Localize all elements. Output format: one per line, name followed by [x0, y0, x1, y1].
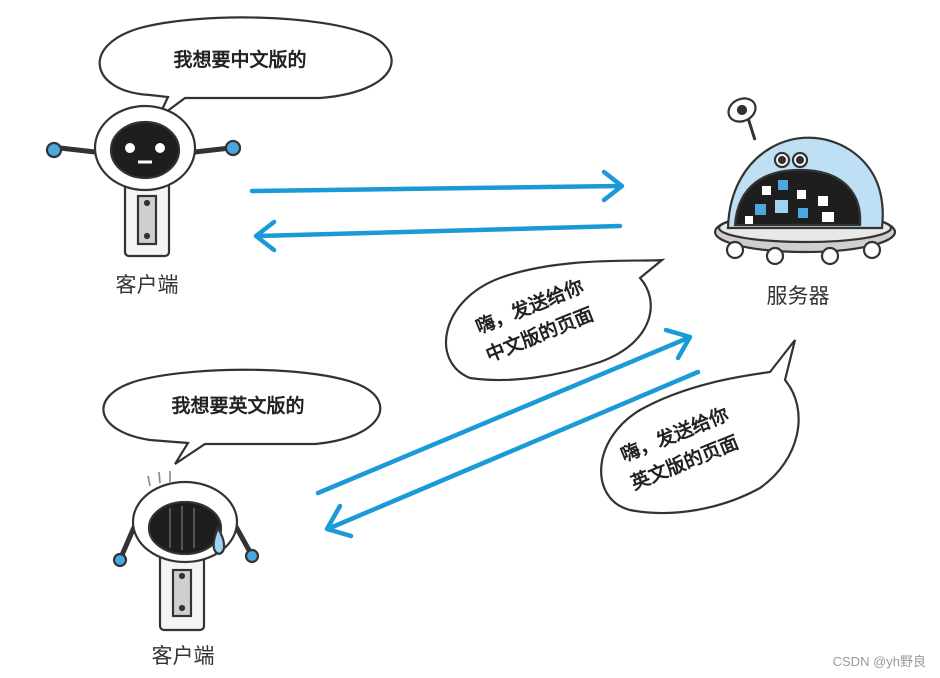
speech-bubble-reply-english: 嗨，发送给你 英文版的页面 [600, 339, 800, 515]
speech-bubble-client1: 我想要中文版的 [98, 16, 393, 119]
client2-request-text: 我想要英文版的 [171, 394, 304, 417]
server-label: 服务器 [767, 284, 830, 308]
arrow-server-to-client1 [253, 219, 623, 253]
speech-bubble-client2: 我想要英文版的 [102, 368, 382, 465]
arrows-client1 [249, 169, 625, 253]
client1-label: 客户端 [116, 273, 179, 297]
client1-request-text: 我想要中文版的 [173, 48, 306, 71]
arrow-client1-to-server [249, 169, 625, 203]
arrows-client2 [315, 327, 701, 539]
speech-bubble-reply-chinese: 嗨，发送给你 中文版的页面 [445, 258, 666, 382]
arrow-server-to-client2 [324, 369, 701, 539]
client1-robot [45, 104, 242, 258]
client2-robot [112, 471, 260, 632]
client2-label: 客户端 [152, 644, 215, 668]
arrow-client2-to-server [315, 327, 693, 496]
watermark: CSDN @yh野良 [832, 654, 926, 669]
server-robot [713, 97, 897, 266]
